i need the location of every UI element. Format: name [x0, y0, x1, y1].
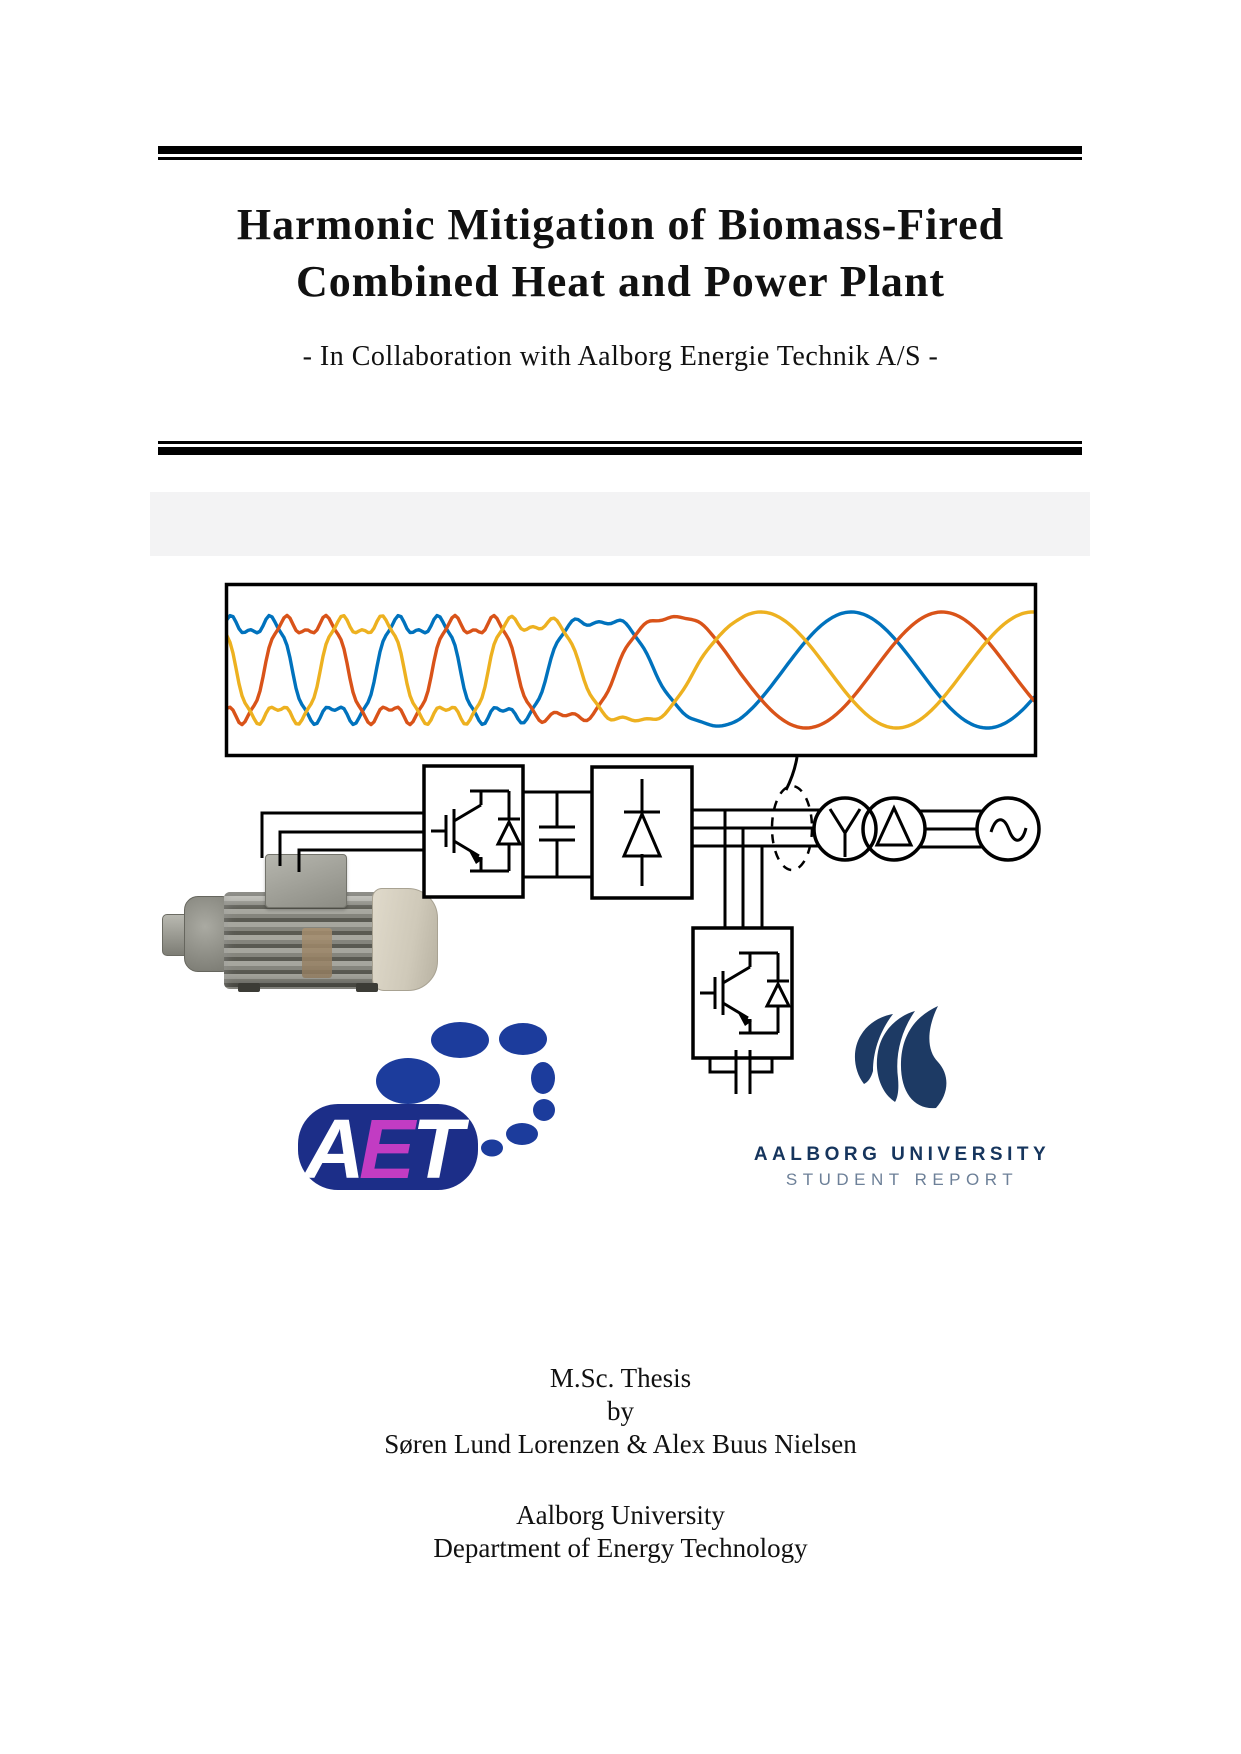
aet-dot — [431, 1022, 489, 1058]
motor-wire-1 — [260, 811, 424, 858]
title-line-1: Harmonic Mitigation of Biomass-Fired — [236, 200, 1005, 249]
authors: Søren Lund Lorenzen & Alex Buus Nielsen — [384, 1429, 857, 1459]
aet-logo: A E T — [298, 1022, 555, 1196]
aet-letter-t: T — [412, 1102, 470, 1196]
aau-university-name: AALBORG UNIVERSITY — [753, 1144, 1051, 1165]
measurement-callout-line — [784, 756, 799, 791]
wye-symbol — [828, 808, 862, 857]
waveform-plot — [225, 610, 1036, 730]
aau-swoosh-blade — [854, 1014, 893, 1084]
institution-info: Aalborg University Department of Energy … — [0, 1499, 1241, 1565]
thesis-info: M.Sc. Thesis by Søren Lund Lorenzen & Al… — [0, 1362, 1241, 1461]
motor-label-patch — [302, 928, 332, 978]
subtitle: - In Collaboration with Aalborg Energie … — [302, 341, 939, 372]
motor-end-bell — [372, 888, 438, 991]
department-name: Department of Energy Technology — [433, 1533, 808, 1563]
delta-symbol — [874, 804, 914, 847]
waveform-phase-b — [225, 610, 1036, 730]
delta-transformer-icon — [861, 796, 927, 862]
aet-dot — [376, 1058, 440, 1104]
page-title: Harmonic Mitigation of Biomass-Fired Com… — [0, 196, 1241, 310]
aet-dot — [533, 1099, 555, 1121]
motor-foot — [356, 983, 378, 992]
diode-icon — [621, 779, 663, 886]
aet-blob — [298, 1104, 478, 1190]
title-line-2: Combined Heat and Power Plant — [295, 257, 946, 306]
aet-letter-a: A — [302, 1102, 365, 1196]
motor-wire-3 — [297, 848, 424, 872]
aau-logo-swoosh — [854, 1006, 947, 1109]
university-name: Aalborg University — [516, 1500, 725, 1530]
circuit-diagram — [224, 582, 1041, 1094]
figure-background — [150, 492, 1090, 556]
motor-foot — [238, 983, 260, 992]
degree-label: M.Sc. Thesis — [549, 1363, 692, 1393]
motor-wire-2 — [278, 830, 424, 866]
sine-symbol — [989, 818, 1028, 842]
top-rule-thin — [158, 157, 1082, 160]
filter-capacitor-icon — [708, 1050, 774, 1094]
bottom-rule-thick — [158, 447, 1082, 455]
aet-dot — [499, 1023, 547, 1055]
aau-swoosh-blade — [876, 1011, 915, 1102]
waveform-phase-c — [225, 610, 1036, 730]
aau-swoosh-blade — [900, 1006, 947, 1109]
byline: by — [607, 1396, 634, 1426]
grid-lines — [916, 809, 985, 849]
bottom-rule-thin — [158, 441, 1082, 444]
aet-dot — [531, 1062, 555, 1094]
measurement-ellipse — [770, 784, 814, 872]
aet-letter-e: E — [359, 1102, 418, 1196]
aet-dot — [481, 1139, 503, 1157]
top-rule-thick — [158, 146, 1082, 154]
aet-dot — [506, 1123, 538, 1145]
aau-student-report: STUDENT REPORT — [785, 1170, 1019, 1189]
waveform-plot-box — [224, 582, 1038, 758]
aet-dot-spiral — [376, 1022, 555, 1157]
wye-transformer-icon — [812, 796, 878, 862]
motor-photo — [160, 750, 445, 995]
dc-link-capacitor-icon — [539, 792, 575, 877]
